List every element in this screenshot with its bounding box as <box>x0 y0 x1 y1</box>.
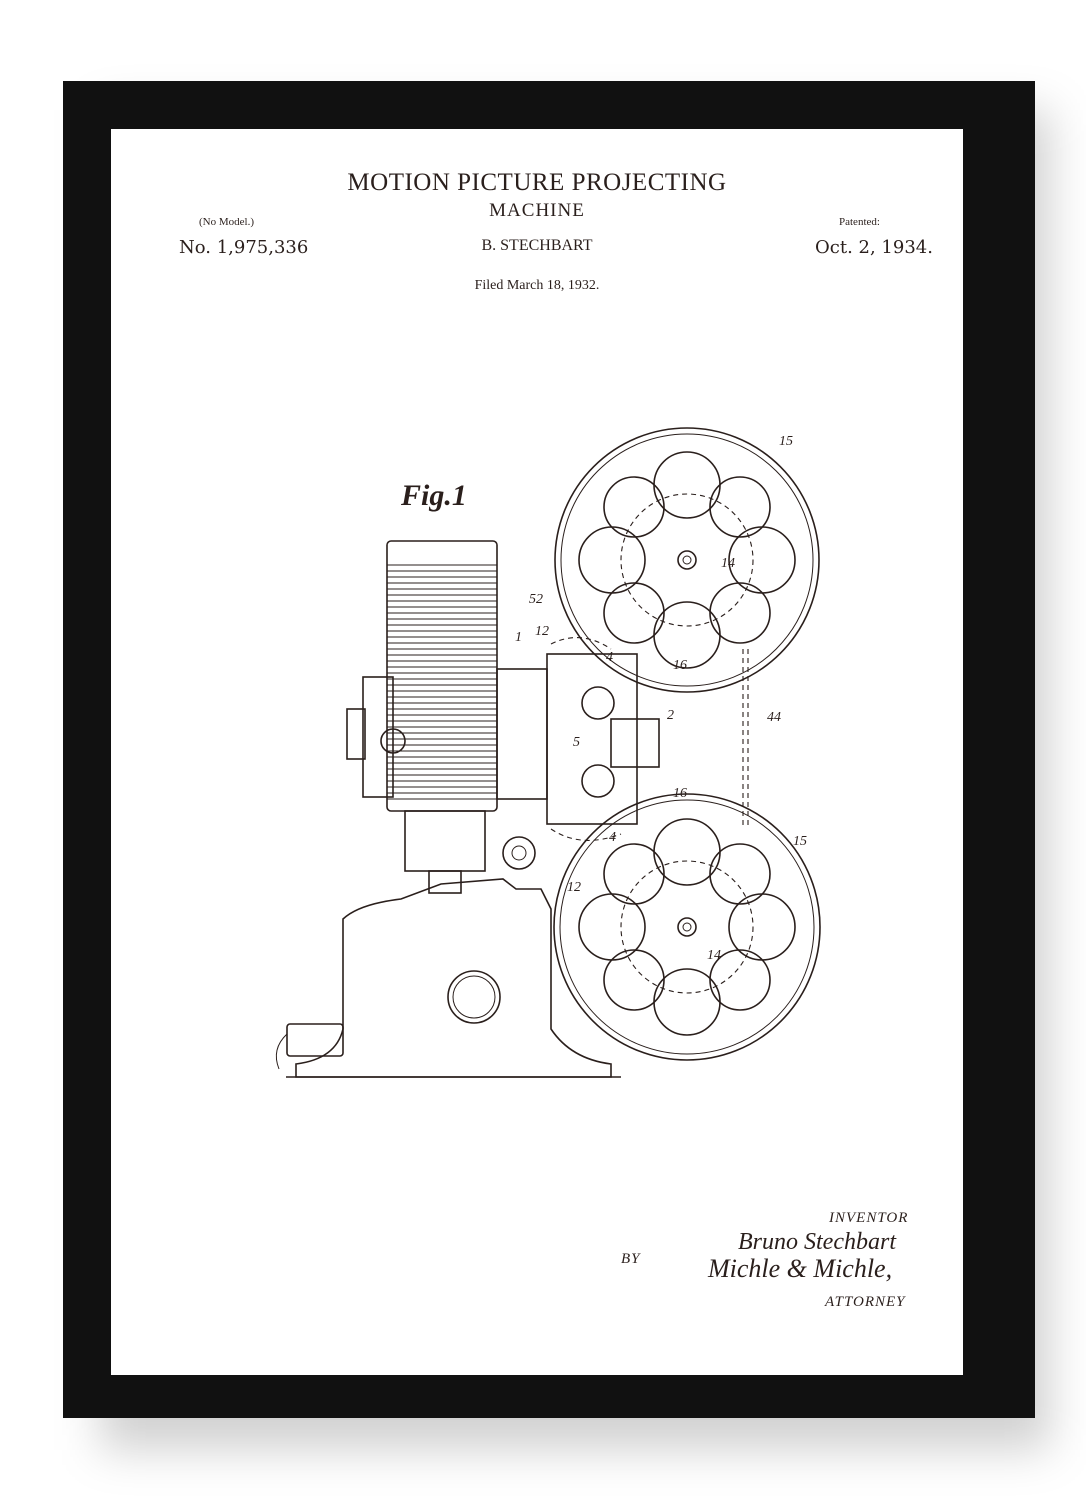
patented-label: Patented: <box>839 216 880 228</box>
lower-reel <box>553 793 821 1061</box>
patent-subtitle: MACHINE <box>489 200 585 221</box>
reference-numeral: 1 <box>515 630 522 645</box>
no-model-note: (No Model.) <box>199 216 254 228</box>
upper-reel <box>554 427 820 693</box>
reference-numeral: 52 <box>529 592 543 607</box>
attorney-signature: Michle & Michle, <box>708 1254 893 1283</box>
reference-numeral: 14 <box>707 948 721 963</box>
patent-date: Oct. 2, 1934. <box>815 237 933 258</box>
reference-numeral: 2 <box>667 708 674 723</box>
attorney-label: ATTORNEY <box>825 1294 906 1310</box>
reference-numeral: 4 <box>606 650 613 665</box>
inventor-header: B. STECHBART <box>481 237 593 254</box>
reference-numeral: 14 <box>721 556 735 571</box>
reference-numeral: 15 <box>793 834 807 849</box>
reference-numeral: 12 <box>535 624 549 639</box>
reference-numeral: 4 <box>609 830 616 845</box>
patent-number: No. 1,975,336 <box>179 237 309 258</box>
by-label: BY <box>621 1251 641 1267</box>
reference-numeral: 16 <box>673 658 687 673</box>
reference-numeral: 44 <box>767 710 781 725</box>
reference-numeral: 5 <box>573 735 580 750</box>
lamp-housing <box>346 540 498 894</box>
projector-base <box>275 878 621 1078</box>
figure-label: Fig.1 <box>401 479 467 512</box>
reference-numeral: 15 <box>779 434 793 449</box>
filed-date: Filed March 18, 1932. <box>474 278 600 293</box>
film-mechanism <box>496 637 660 870</box>
reference-numeral: 16 <box>673 786 687 801</box>
inventor-label: INVENTOR <box>829 1210 909 1226</box>
patent-title: MOTION PICTURE PROJECTING <box>347 169 727 196</box>
patent-sheet: MOTION PICTURE PROJECTING MACHINE (No Mo… <box>111 129 963 1375</box>
reference-numeral: 12 <box>567 880 581 895</box>
inventor-signature: Bruno Stechbart <box>738 1229 896 1255</box>
